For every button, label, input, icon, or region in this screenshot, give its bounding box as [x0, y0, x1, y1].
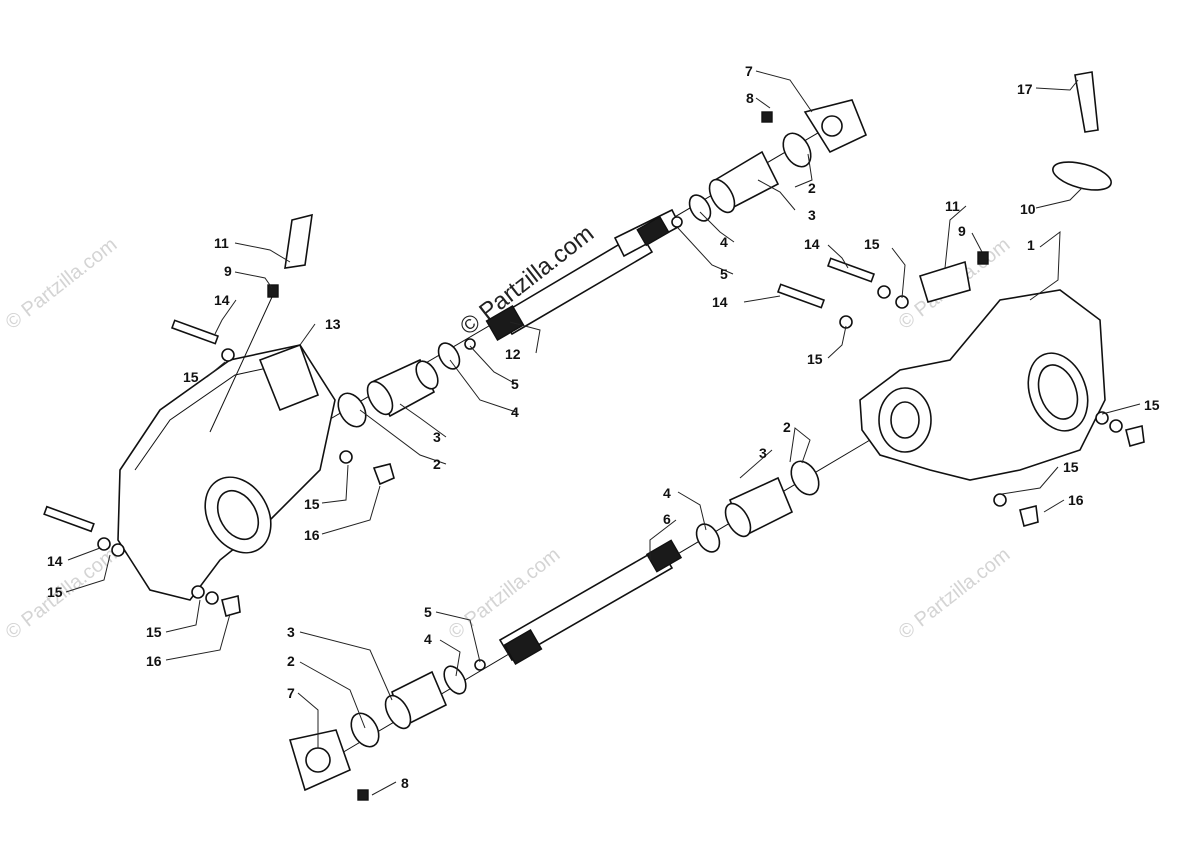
callout-4: 4: [511, 404, 519, 420]
callout-3: 3: [759, 445, 767, 461]
callout-7: 7: [745, 63, 753, 79]
callout-14: 14: [804, 236, 820, 252]
front-differential: [859, 71, 1112, 481]
callout-2: 2: [783, 419, 791, 435]
callout-4: 4: [720, 234, 728, 250]
fasteners: [43, 257, 1145, 617]
callout-14: 14: [47, 553, 63, 569]
callout-8: 8: [401, 775, 409, 791]
callout-9: 9: [958, 223, 966, 239]
callout-4: 4: [663, 485, 671, 501]
callout-15: 15: [1063, 459, 1079, 475]
callout-7: 7: [287, 685, 295, 701]
callout-16: 16: [1068, 492, 1084, 508]
callout-11: 11: [214, 235, 229, 251]
callout-15: 15: [1144, 397, 1160, 413]
callout-15: 15: [304, 496, 320, 512]
callout-3: 3: [433, 429, 441, 445]
callout-3: 3: [808, 207, 816, 223]
callout-15: 15: [807, 351, 823, 367]
callout-14: 14: [214, 292, 230, 308]
callout-13: 13: [325, 316, 341, 332]
watermark: © Partzilla.com: [2, 234, 122, 334]
leader-lines: [65, 70, 1141, 796]
callouts: 1 2 2 2 2 3 3 3 3 4 4 4 4 5 5 5 6 7 7 8 …: [47, 63, 1160, 791]
callout-1: 1: [1027, 237, 1035, 253]
callout-5: 5: [720, 266, 728, 282]
callout-8: 8: [746, 90, 754, 106]
callout-5: 5: [511, 376, 519, 392]
callout-2: 2: [433, 456, 441, 472]
callout-2: 2: [287, 653, 295, 669]
callout-9: 9: [224, 263, 232, 279]
callout-10: 10: [1020, 201, 1036, 217]
callout-2: 2: [808, 180, 816, 196]
callout-16: 16: [146, 653, 162, 669]
callout-14: 14: [712, 294, 728, 310]
callout-15: 15: [183, 369, 199, 385]
upper-drive-axle: [319, 99, 868, 428]
callout-4: 4: [424, 631, 432, 647]
callout-15: 15: [47, 584, 63, 600]
watermark: © Partzilla.com: [895, 544, 1015, 644]
callout-5: 5: [424, 604, 432, 620]
callout-12: 12: [505, 346, 521, 362]
lower-drive-axle: [288, 439, 871, 801]
callout-17: 17: [1017, 81, 1033, 97]
callout-3: 3: [287, 624, 295, 640]
callout-16: 16: [304, 527, 320, 543]
callout-15: 15: [146, 624, 162, 640]
callout-11: 11: [945, 198, 960, 214]
left-gear-case: [117, 213, 336, 601]
callout-6: 6: [663, 511, 671, 527]
callout-15: 15: [864, 236, 880, 252]
